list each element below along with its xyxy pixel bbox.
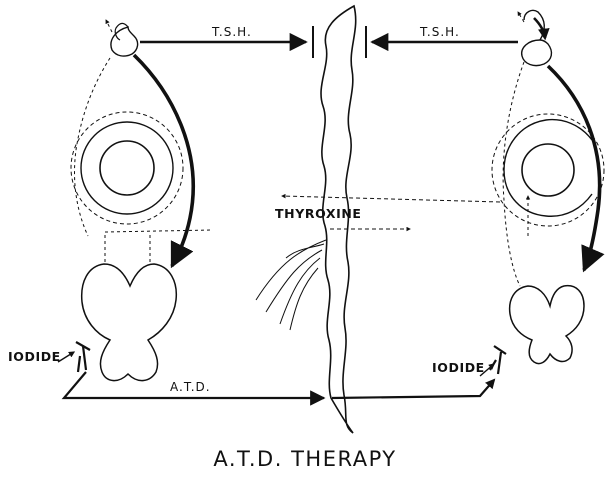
thyroid-left bbox=[82, 264, 177, 381]
iodide-block-bar-right bbox=[490, 346, 506, 374]
feedback-dotted-right bbox=[503, 62, 524, 286]
pituitary-right bbox=[522, 40, 552, 66]
thyroid-right bbox=[510, 286, 584, 364]
dashed-ring-right bbox=[492, 114, 604, 226]
inner-ring-right bbox=[522, 144, 574, 196]
thyroxine-label: THYROXINE bbox=[275, 206, 362, 221]
iodide-label-right: IODIDE bbox=[432, 360, 485, 375]
diagram-title: A.T.D. THERAPY bbox=[213, 447, 396, 471]
outer-ring-left bbox=[81, 122, 173, 214]
inner-ring-left bbox=[100, 141, 154, 195]
thyroxine-arrow-left bbox=[282, 196, 500, 202]
iodide-label-left: IODIDE bbox=[8, 349, 61, 364]
outer-ring-right bbox=[504, 120, 592, 217]
tsh-label-left: T.S.H. bbox=[211, 25, 252, 39]
atd-line-right bbox=[332, 380, 494, 398]
feedback-dotted-left bbox=[75, 58, 111, 236]
atd-label: A.T.D. bbox=[170, 380, 211, 394]
tsh-label-right: T.S.H. bbox=[419, 25, 460, 39]
pituitary-right-feedback-arrow bbox=[518, 12, 524, 22]
pituitary-to-thyroid-arrow-left bbox=[134, 55, 193, 266]
iodide-block-bar-left bbox=[76, 342, 90, 372]
dashed-ring-left bbox=[71, 112, 183, 224]
thyroid-dotted-risers-left bbox=[105, 232, 150, 262]
barrier-fibers bbox=[256, 240, 326, 330]
thyroxine-dotted-left bbox=[105, 230, 212, 232]
pituitary-left-feedback-arrow bbox=[106, 20, 112, 32]
